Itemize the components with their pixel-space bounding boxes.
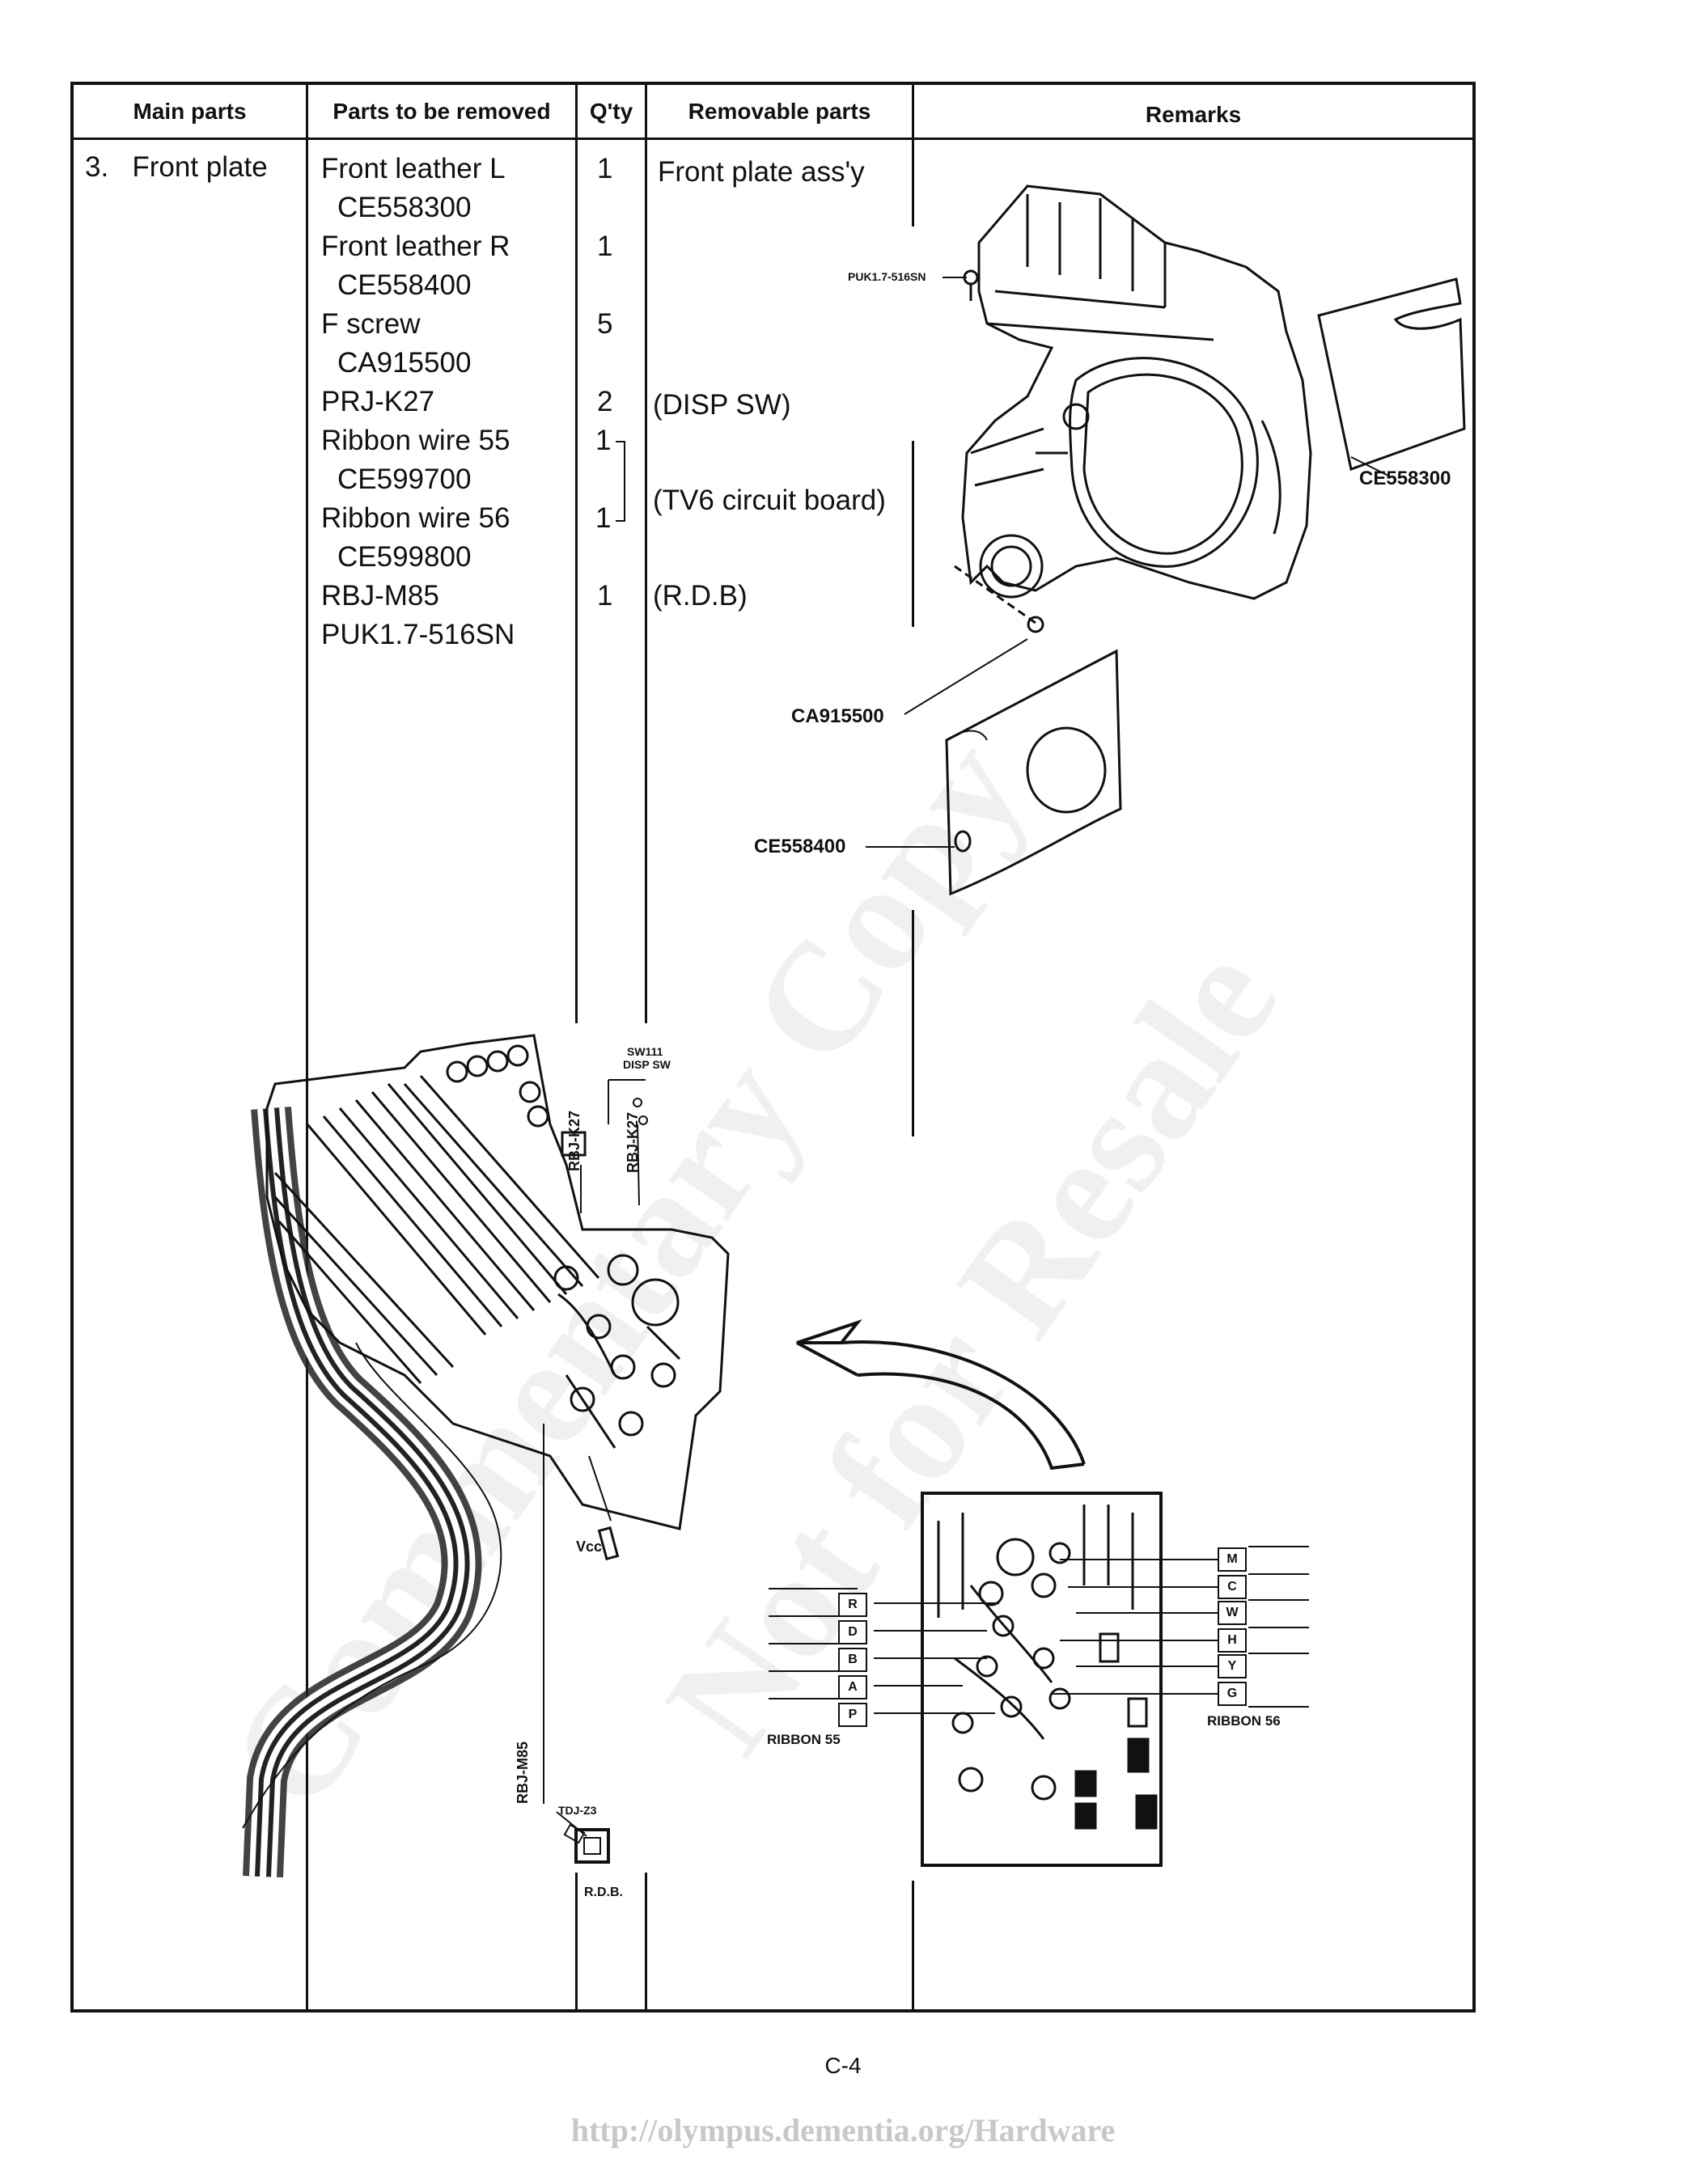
- page-number: C-4: [824, 2053, 862, 2078]
- col-divider-2: [575, 85, 578, 1023]
- qty-bracket: [616, 441, 625, 522]
- ribbon56-pin: C: [1218, 1575, 1247, 1599]
- removable-front-plate: Front plate ass'y: [658, 156, 865, 188]
- removable-tv6: (TV6 circuit board): [653, 485, 886, 516]
- ribbon56-pin: H: [1218, 1628, 1247, 1653]
- qty-value: 2: [597, 386, 613, 417]
- front-leather-l-shape: [1317, 277, 1466, 471]
- part-code: CE558300: [337, 192, 472, 223]
- removable-disp-sw: (DISP SW): [653, 389, 791, 421]
- camera-body-frame: [961, 184, 1312, 600]
- part-name: Front leather L: [321, 153, 506, 184]
- label-vcc: Vcc: [576, 1539, 603, 1555]
- header-removable-parts: Removable parts: [688, 98, 871, 124]
- header-qty: Q'ty: [589, 98, 633, 124]
- front-leather-r-shape: [945, 649, 1122, 896]
- part-name: Ribbon wire 55: [321, 425, 510, 456]
- part-name: PRJ-K27: [321, 386, 435, 417]
- main-part-cell: 3. Front plate: [85, 151, 268, 183]
- qty-value: 1: [597, 580, 613, 612]
- part-name: Front leather R: [321, 231, 510, 262]
- qty-value: 1: [597, 153, 613, 184]
- ribbon55-pin: A: [838, 1675, 867, 1699]
- label-ribbon-56: RIBBON 56: [1207, 1713, 1281, 1729]
- ribbon55-pin: P: [838, 1703, 867, 1727]
- disassembly-table: Main parts Parts to be removed Q'ty Remo…: [70, 82, 1476, 2013]
- label-sw111: SW111: [627, 1045, 663, 1058]
- ribbon56-pin: M: [1218, 1547, 1247, 1572]
- col-divider-4d: [912, 1881, 914, 2009]
- label-ce558300: CE558300: [1359, 468, 1451, 489]
- col-divider-4b: [912, 441, 914, 627]
- part-name: PUK1.7-516SN: [321, 619, 515, 650]
- part-name: F screw: [321, 308, 421, 340]
- label-puk-screw: PUK1.7-516SN: [848, 270, 926, 283]
- part-code: CE558400: [337, 269, 472, 301]
- qty-value: 1: [597, 231, 613, 262]
- label-ce558400: CE558400: [754, 836, 846, 857]
- header-remarks: Remarks: [1145, 101, 1242, 127]
- col-divider-4: [912, 85, 914, 138]
- label-rdb: R.D.B.: [584, 1886, 623, 1899]
- part-code: CE599700: [337, 463, 472, 495]
- ribbon56-pin: G: [1218, 1682, 1247, 1706]
- col-divider-2b: [575, 1873, 578, 2009]
- part-name: Ribbon wire 56: [321, 502, 510, 534]
- ribbon56-pin: Y: [1218, 1654, 1247, 1678]
- col-divider-4c: [912, 910, 914, 1136]
- label-tdj-z3: TDJ-Z3: [558, 1804, 597, 1817]
- label-rbj-m85: RBJ-M85: [515, 1741, 531, 1804]
- col-divider-3: [645, 85, 647, 1023]
- removable-rdb: (R.D.B): [653, 580, 748, 612]
- label-rbj-k27-a: RBJ-K27: [566, 1110, 582, 1171]
- header-parts-to-be-removed: Parts to be removed: [333, 98, 551, 124]
- col-divider-4a: [912, 138, 914, 226]
- label-ca915500: CA915500: [791, 705, 884, 727]
- footer-url[interactable]: http://olympus.dementia.org/Hardware: [570, 2112, 1116, 2148]
- label-disp-sw: DISP SW: [623, 1058, 671, 1071]
- header-divider: [74, 138, 1472, 140]
- label-rbj-k27-b: RBJ-K27: [625, 1111, 641, 1173]
- header-main-parts: Main parts: [133, 98, 247, 124]
- col-divider-3b: [645, 1873, 647, 2009]
- label-ribbon-55: RIBBON 55: [767, 1732, 841, 1747]
- ribbon55-pin: R: [838, 1593, 867, 1617]
- part-code: CE599800: [337, 541, 472, 573]
- part-code: CA915500: [337, 347, 472, 379]
- ribbon55-pin: D: [838, 1620, 867, 1644]
- part-name: RBJ-M85: [321, 580, 439, 612]
- ribbon56-pin: W: [1218, 1601, 1247, 1625]
- qty-value: 1: [595, 502, 612, 534]
- col-divider-1: [306, 85, 308, 2009]
- qty-value: 1: [595, 425, 612, 456]
- ribbon55-pin: B: [838, 1648, 867, 1672]
- qty-value: 5: [597, 308, 613, 340]
